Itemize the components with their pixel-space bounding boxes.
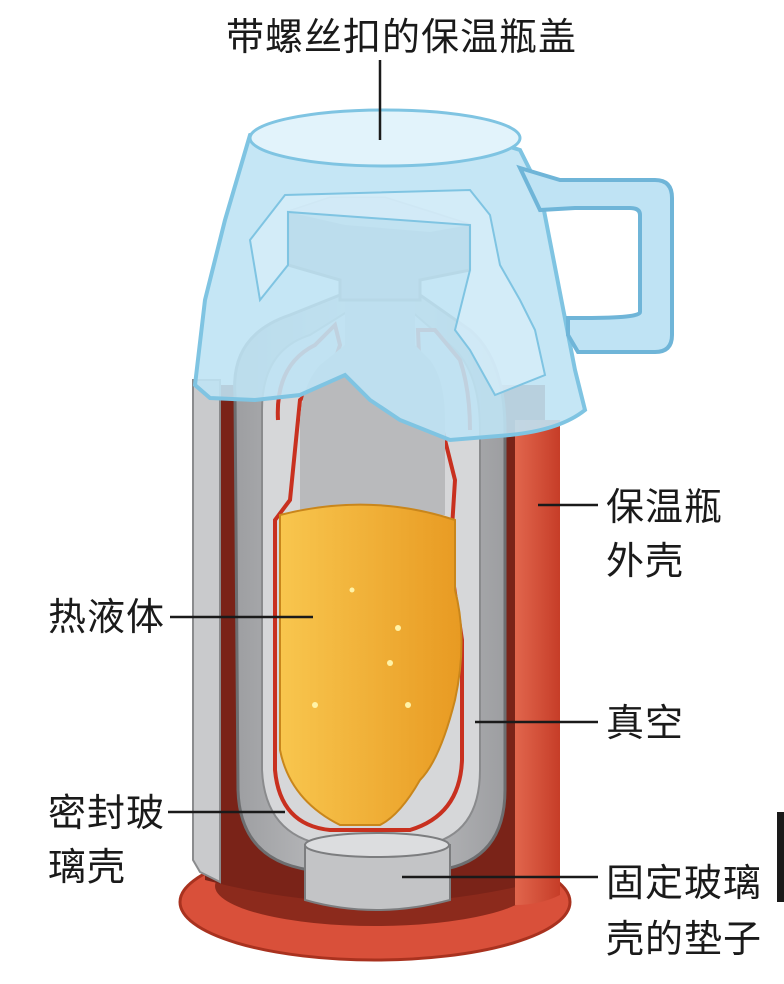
liquid-bubble: [387, 660, 393, 666]
label-sealed-glass-line1: 密封玻: [48, 791, 166, 835]
support-pad-top: [304, 832, 450, 858]
label-hot-liquid: 热液体: [48, 595, 166, 639]
support-pad: [304, 844, 451, 911]
lid-thread: [248, 188, 547, 397]
liquid-bubble: [395, 625, 401, 631]
hot-liquid: [279, 503, 463, 826]
label-pad-line2: 壳的垫子: [606, 917, 763, 961]
label-outer-shell-line2: 外壳: [606, 539, 685, 583]
outer-shell-right-wall: [515, 420, 560, 905]
label-vacuum: 真空: [606, 701, 685, 745]
label-lid: 带螺丝扣的保温瓶盖: [226, 15, 578, 59]
label-outer-shell-line1: 保温瓶: [606, 485, 724, 529]
edge-mark: [777, 812, 784, 902]
liquid-bubble: [349, 587, 355, 593]
liquid-bubble: [312, 702, 318, 708]
liquid-bubble: [405, 702, 411, 708]
label-sealed-glass-line2: 璃壳: [48, 845, 127, 889]
outer-shell-left-wall: [192, 379, 221, 884]
label-pad-line1: 固定玻璃: [606, 861, 763, 905]
lid-handle: [516, 164, 674, 354]
lid-top-rim: [248, 108, 522, 168]
